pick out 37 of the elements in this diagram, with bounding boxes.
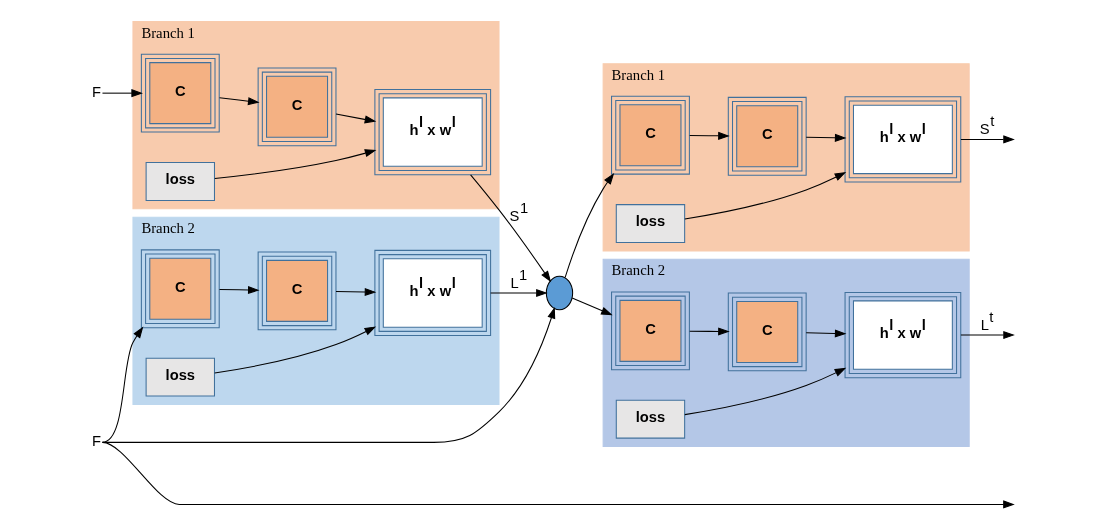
arrow	[101, 88, 143, 97]
node-text: F	[91, 432, 101, 449]
arrow	[490, 288, 548, 297]
node-box: C	[140, 53, 220, 133]
arrow	[960, 330, 1015, 339]
arrow	[101, 326, 144, 443]
node-box: C	[257, 66, 337, 146]
arrow	[571, 296, 613, 315]
arrow	[470, 173, 552, 282]
node-box: C	[140, 248, 220, 328]
arrow	[219, 96, 260, 105]
arrow	[684, 367, 847, 415]
node-box: loss	[145, 357, 215, 397]
arrow	[214, 148, 377, 179]
arrow	[689, 326, 730, 336]
node-box: C	[611, 290, 690, 370]
arrow	[214, 325, 377, 373]
node-box: C	[611, 95, 690, 175]
node-box: C	[727, 291, 807, 371]
arrow	[805, 328, 847, 338]
node-text: F	[91, 83, 101, 100]
node-box: loss	[615, 203, 686, 243]
node-box: loss	[145, 161, 215, 201]
arrow	[101, 306, 556, 443]
node-box: loss	[615, 399, 686, 439]
arrow	[689, 131, 730, 140]
arrow	[805, 133, 847, 142]
arrow	[335, 287, 377, 296]
arrow	[219, 285, 260, 294]
node-circle	[545, 275, 574, 310]
arrow	[564, 172, 615, 278]
arrow	[335, 112, 377, 123]
node-box: C	[257, 250, 337, 330]
arrow	[101, 441, 1015, 508]
arrow	[684, 171, 847, 220]
node-box: C	[727, 96, 807, 176]
arrow	[960, 134, 1015, 143]
